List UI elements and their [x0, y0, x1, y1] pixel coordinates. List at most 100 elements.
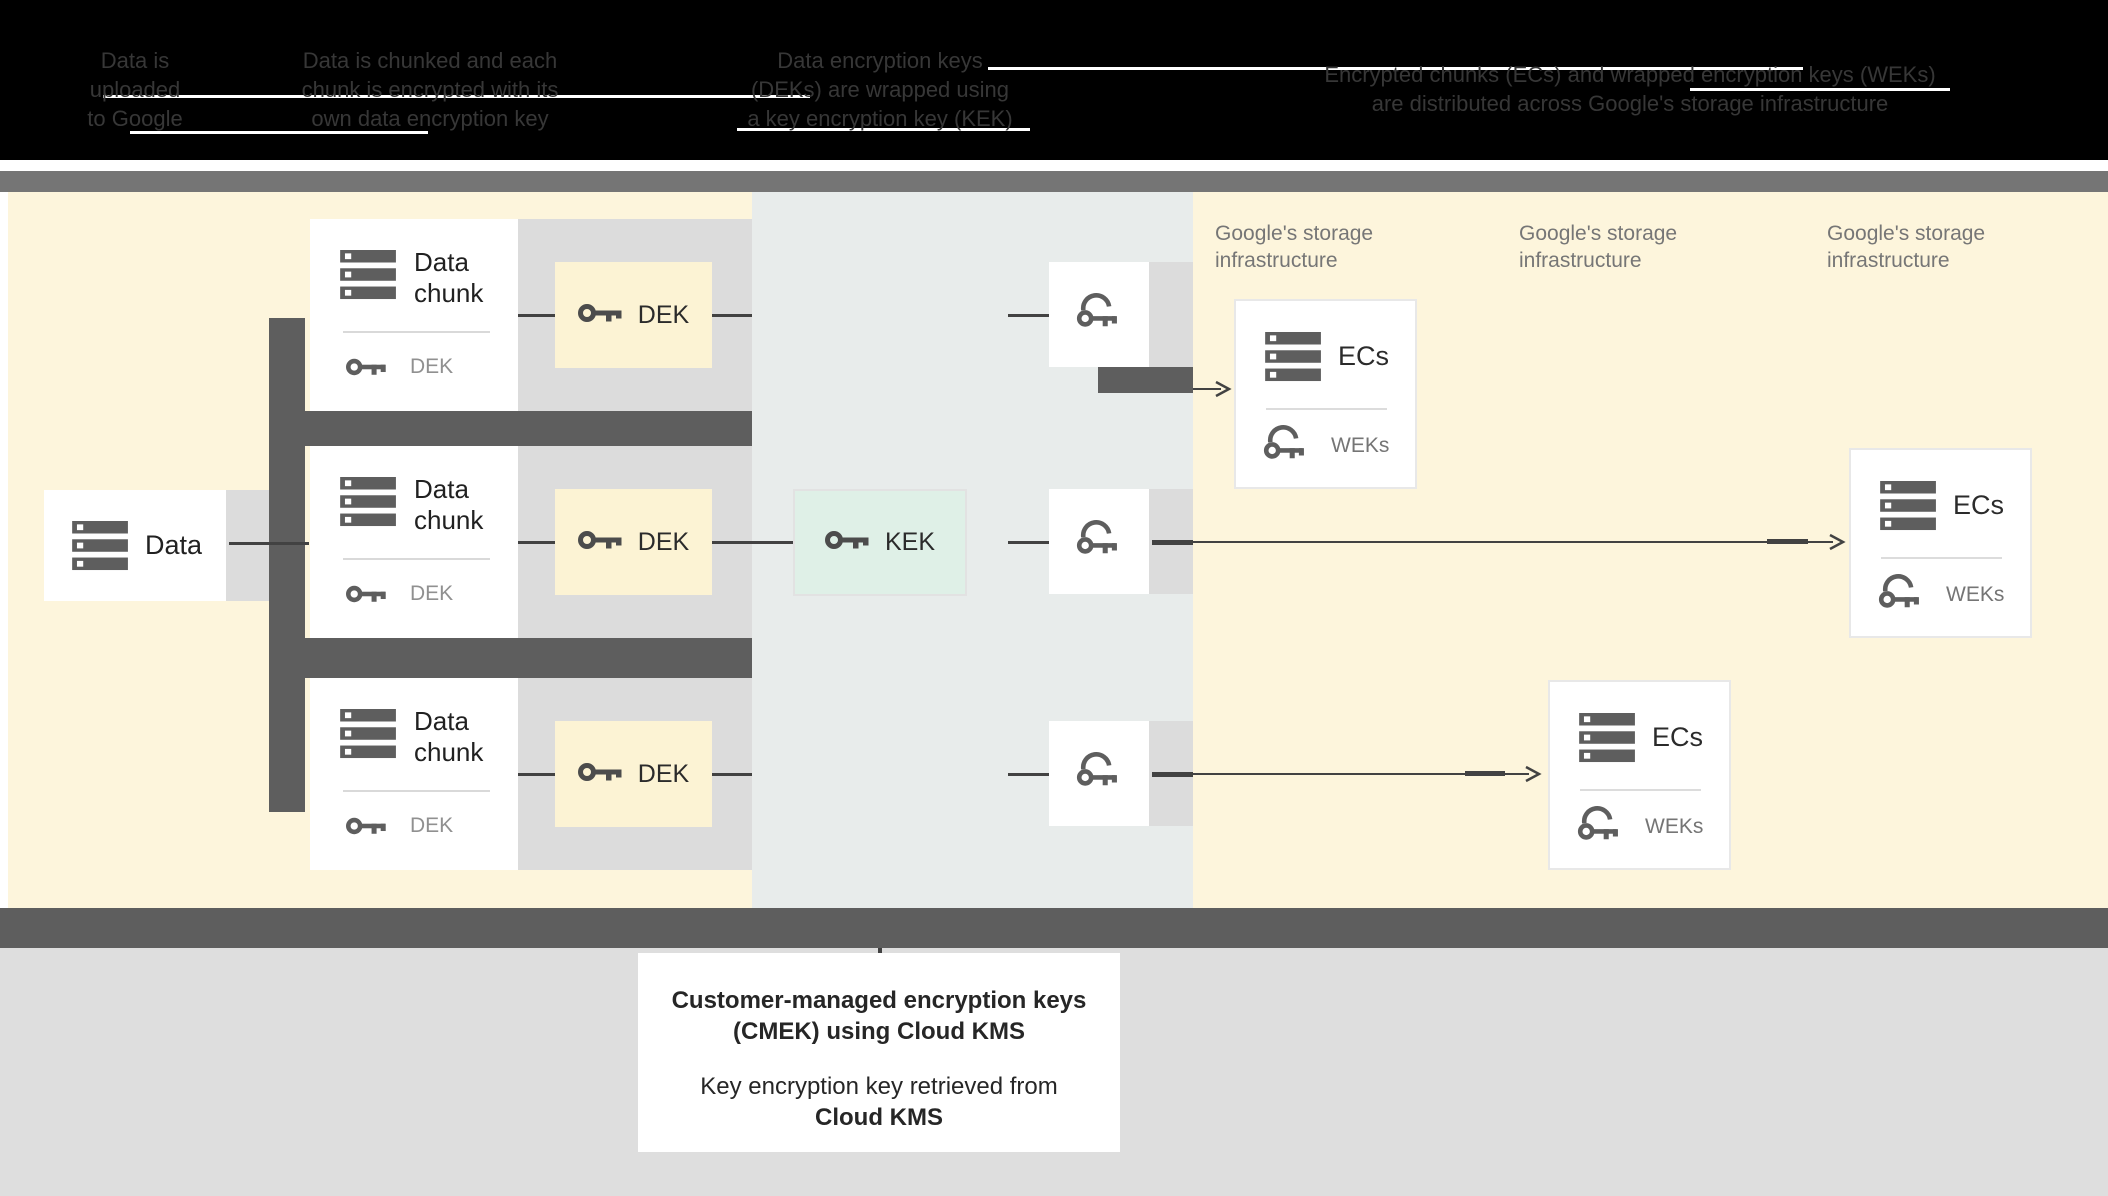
list-icon	[340, 709, 398, 764]
arrow-line	[1193, 773, 1529, 775]
arrow-thick-segment	[1152, 540, 1193, 545]
caption-body-line: Cloud KMS	[815, 1104, 943, 1131]
wrap-in-line	[1008, 314, 1049, 317]
dek-box-label: DEK	[637, 527, 690, 556]
wrapped-key-box	[1049, 489, 1149, 594]
header-white-strip	[0, 160, 2108, 171]
caption-title-line: Customer-managed encryption keys	[671, 987, 1087, 1014]
encrypted-chunk-box: ECs WEKs	[1548, 680, 1731, 870]
ec-key-label: WEKs	[1331, 434, 1390, 457]
wrapped-key-band	[1149, 262, 1193, 367]
caption-body-line: Key encryption key retrieved from	[700, 1073, 1058, 1100]
header-rule-fragment	[737, 128, 1030, 131]
divider	[1580, 789, 1701, 791]
wrap-in-line	[1008, 773, 1049, 776]
kek-box: KEK	[793, 489, 967, 596]
dek-box-label: DEK	[637, 300, 690, 329]
footer-dark-band	[0, 908, 2108, 948]
ec-box-label: ECs	[1953, 490, 2005, 520]
caption-spacer	[638, 1047, 1120, 1071]
chunk-to-dek-line	[518, 773, 555, 776]
arrow-thick-segment	[1767, 539, 1808, 544]
step-arrow-bar	[1098, 367, 1193, 393]
header-rule-fragment	[103, 95, 810, 98]
kek-box-label: KEK	[884, 528, 936, 556]
chunk-title-line: Data	[414, 706, 469, 736]
key-icon	[824, 527, 871, 558]
divider	[343, 790, 490, 792]
key-icon	[577, 527, 624, 558]
data-box-label: Data	[145, 530, 203, 560]
list-icon	[72, 521, 130, 576]
data-connector-block	[226, 490, 269, 601]
dek-box: DEK	[555, 262, 712, 368]
storage-label-line: infrastructure	[1827, 249, 1950, 272]
row-connector-bar	[269, 411, 752, 446]
divider	[343, 331, 490, 333]
chunk-key-label: DEK	[410, 355, 454, 378]
chunk-title: Data chunk	[414, 706, 483, 768]
header-caption-upload: Data is uploaded to Google	[40, 46, 230, 133]
list-icon	[340, 477, 398, 532]
divider	[1266, 408, 1387, 410]
divider	[1881, 557, 2002, 559]
wrap-in-line	[1008, 541, 1049, 544]
chunk-title-line: chunk	[414, 505, 484, 535]
dek-to-kek-line	[712, 541, 793, 544]
key-icon	[577, 300, 624, 331]
split-trunk-bar	[269, 318, 305, 812]
arrow-line	[1193, 388, 1221, 390]
caption-line: uploaded	[89, 77, 181, 102]
storage-label-line: infrastructure	[1215, 249, 1338, 272]
header-rule-fragment	[988, 67, 1803, 70]
chunk-title-line: chunk	[414, 278, 484, 308]
chunk-to-dek-line	[518, 314, 555, 317]
encrypted-chunk-box: ECs WEKs	[1849, 448, 2032, 638]
caption-line: Data encryption keys	[777, 48, 983, 73]
list-icon	[1265, 332, 1323, 387]
wrapped-key-icon	[1076, 752, 1122, 795]
arrow-line	[1193, 541, 1833, 543]
ec-box-label: ECs	[1652, 722, 1704, 752]
dek-box: DEK	[555, 489, 712, 595]
storage-label-line: Google's storage	[1519, 222, 1678, 245]
data-box: Data	[44, 490, 226, 601]
wrapped-key-icon	[1577, 806, 1623, 849]
arrowhead-icon	[1522, 765, 1542, 788]
caption-line: chunk is encrypted with its	[301, 77, 559, 102]
list-icon	[1880, 481, 1938, 536]
key-icon	[346, 355, 388, 384]
dek-out-line	[712, 773, 752, 776]
chunk-title-line: Data	[414, 474, 469, 504]
chunk-key-label: DEK	[410, 814, 454, 837]
chunk-title-line: Data	[414, 247, 469, 277]
wrapped-key-icon	[1878, 574, 1924, 617]
data-chunk-card: Data chunk DEK	[310, 678, 518, 870]
header-caption-distribution: Encrypted chunks (ECs) and wrapped encry…	[1270, 60, 1990, 118]
chunk-to-dek-line	[518, 541, 555, 544]
storage-infrastructure-label: Google's storage infrastructure	[1519, 220, 1739, 274]
ec-key-label: WEKs	[1946, 583, 2005, 606]
dek-box: DEK	[555, 721, 712, 827]
footer-caption-box: Customer-managed encryption keys (CMEK) …	[638, 953, 1120, 1152]
header-caption-wrapping: Data encryption keys (DEKs) are wrapped …	[700, 46, 1060, 133]
chunk-title: Data chunk	[414, 247, 483, 309]
ec-key-label: WEKs	[1645, 815, 1704, 838]
caption-connector-tick	[878, 948, 882, 954]
arrow-thick-segment	[1152, 772, 1193, 777]
caption-title-line: (CMEK) using Cloud KMS	[733, 1018, 1025, 1045]
wrapped-key-box	[1049, 721, 1149, 826]
data-chunk-card: Data chunk DEK	[310, 446, 518, 638]
arrowhead-icon	[1212, 380, 1232, 403]
dek-box-label: DEK	[637, 759, 690, 788]
wrapped-key-box	[1049, 262, 1149, 367]
chunk-title-line: chunk	[414, 737, 484, 767]
storage-label-line: infrastructure	[1519, 249, 1642, 272]
data-chunk-card: Data chunk DEK	[310, 219, 518, 411]
row-connector-bar	[269, 638, 752, 678]
storage-label-line: Google's storage	[1827, 222, 1986, 245]
caption-line: a key encryption key (KEK)	[747, 106, 1013, 131]
caption-line: are distributed across Google's storage …	[1371, 91, 1889, 116]
ec-box-label: ECs	[1338, 341, 1390, 371]
